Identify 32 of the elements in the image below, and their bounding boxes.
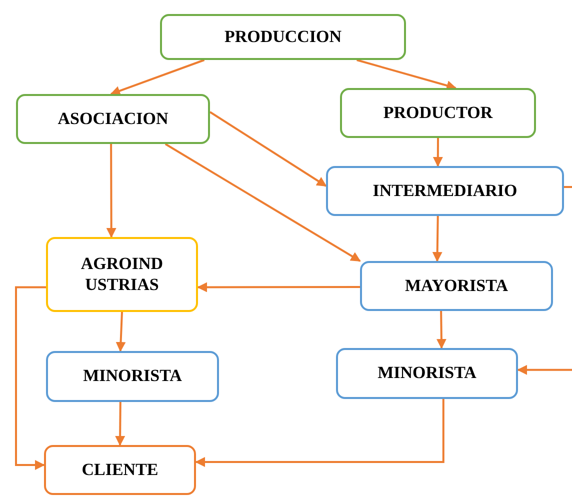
process-box	[360, 261, 553, 311]
arrow	[517, 364, 572, 375]
arrow	[195, 399, 444, 467]
node-label: INTERMEDIARIO	[372, 180, 518, 202]
process-box	[44, 445, 196, 495]
node-label: MINORISTA	[378, 363, 476, 384]
arrow	[209, 111, 327, 187]
process-box	[340, 88, 536, 138]
node-label: CLIENTE	[82, 460, 158, 480]
arrow	[15, 286, 46, 470]
process-box	[46, 351, 219, 402]
node-label: PRODUCTOR	[383, 102, 493, 124]
arrow	[115, 402, 126, 446]
node-label: ASOCIACION	[58, 108, 168, 130]
node-label: MAYORISTA	[405, 276, 508, 296]
arrow	[116, 312, 126, 352]
process-box	[326, 166, 564, 216]
process-box	[336, 348, 518, 399]
node-label: PRODUCCION	[224, 26, 342, 48]
process-box	[46, 237, 198, 312]
process-box	[16, 94, 210, 144]
arrow	[432, 216, 442, 262]
arrow	[356, 59, 457, 90]
arrow	[197, 282, 360, 292]
node-label: MINORISTA	[83, 366, 182, 387]
arrow	[432, 138, 443, 167]
process-box	[160, 14, 406, 60]
arrow	[436, 310, 446, 349]
arrow	[106, 144, 116, 238]
arrow	[110, 59, 205, 96]
node-label: AGROIND USTRIAS	[80, 254, 164, 295]
arrow	[164, 143, 361, 262]
